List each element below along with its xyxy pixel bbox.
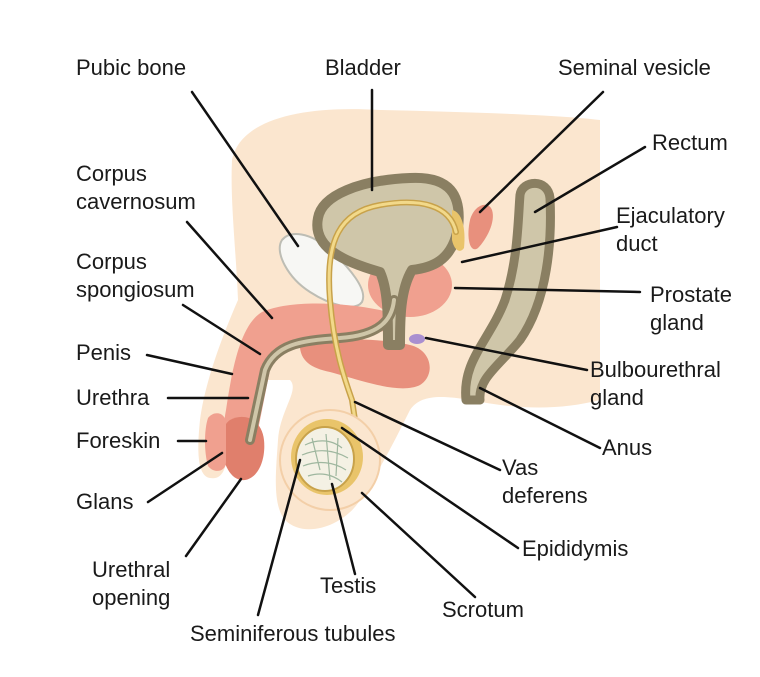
label-penis: Penis [76, 340, 132, 365]
label-anus: Anus [602, 435, 653, 460]
label-pubic-bone: Pubic bone [76, 55, 187, 80]
label-prostate-gland: Prostate gland [650, 281, 732, 337]
label-bulbourethral-gland: Bulbourethral gland [590, 356, 721, 412]
corpus-spongiosum [299, 338, 430, 389]
leader-lines [145, 88, 647, 617]
bulbourethral-gland [409, 334, 425, 344]
label-foreskin: Foreskin [76, 428, 161, 453]
label-vas-deferens: Vas deferens [502, 454, 588, 510]
label-corpus-spongiosum-line2: spongiosum [76, 277, 195, 302]
label-urethral-opening-line1: Urethral [92, 557, 171, 582]
corpus-cavernosum [224, 303, 389, 451]
label-urethral-opening-line2: opening [92, 585, 171, 610]
testis [295, 426, 355, 492]
label-seminal-vesicle: Seminal vesicle [558, 55, 711, 80]
label-corpus-spongiosum: Corpus spongiosum [76, 248, 195, 304]
label-seminiferous-tubules: Seminiferous tubules [190, 621, 396, 646]
label-bulbourethral-gland-line1: Bulbourethral [590, 357, 721, 382]
label-vas-deferens-line1: Vas [502, 455, 539, 480]
label-corpus-cavernosum-line1: Corpus [76, 161, 147, 186]
label-ejaculatory-duct-line2: duct [616, 231, 658, 256]
label-epididymis: Epididymis [522, 536, 629, 561]
seminiferous-tubules-pattern [301, 433, 349, 483]
label-bladder: Bladder [325, 55, 401, 80]
label-vas-deferens-line2: deferens [502, 483, 588, 508]
label-corpus-spongiosum-line1: Corpus [76, 249, 147, 274]
label-bulbourethral-gland-line2: gland [590, 385, 644, 410]
seminal-vesicle [468, 204, 493, 250]
label-ejaculatory-duct: Ejaculatory duct [616, 202, 725, 258]
label-prostate-gland-line2: gland [650, 310, 704, 335]
label-prostate-gland-line1: Prostate [650, 282, 732, 307]
pubic-bone [278, 233, 365, 308]
label-rectum: Rectum [652, 130, 728, 155]
label-ejaculatory-duct-line1: Ejaculatory [616, 203, 725, 228]
foreskin [205, 413, 226, 471]
label-urethra: Urethra [76, 385, 150, 410]
bladder [312, 172, 464, 350]
label-testis: Testis [320, 573, 377, 598]
label-scrotum: Scrotum [442, 597, 524, 622]
label-urethral-opening: Urethral opening [92, 556, 170, 612]
label-corpus-cavernosum-line2: cavernosum [76, 189, 196, 214]
label-corpus-cavernosum: Corpus cavernosum [76, 160, 196, 216]
rectum [461, 178, 555, 405]
label-glans: Glans [76, 489, 134, 514]
